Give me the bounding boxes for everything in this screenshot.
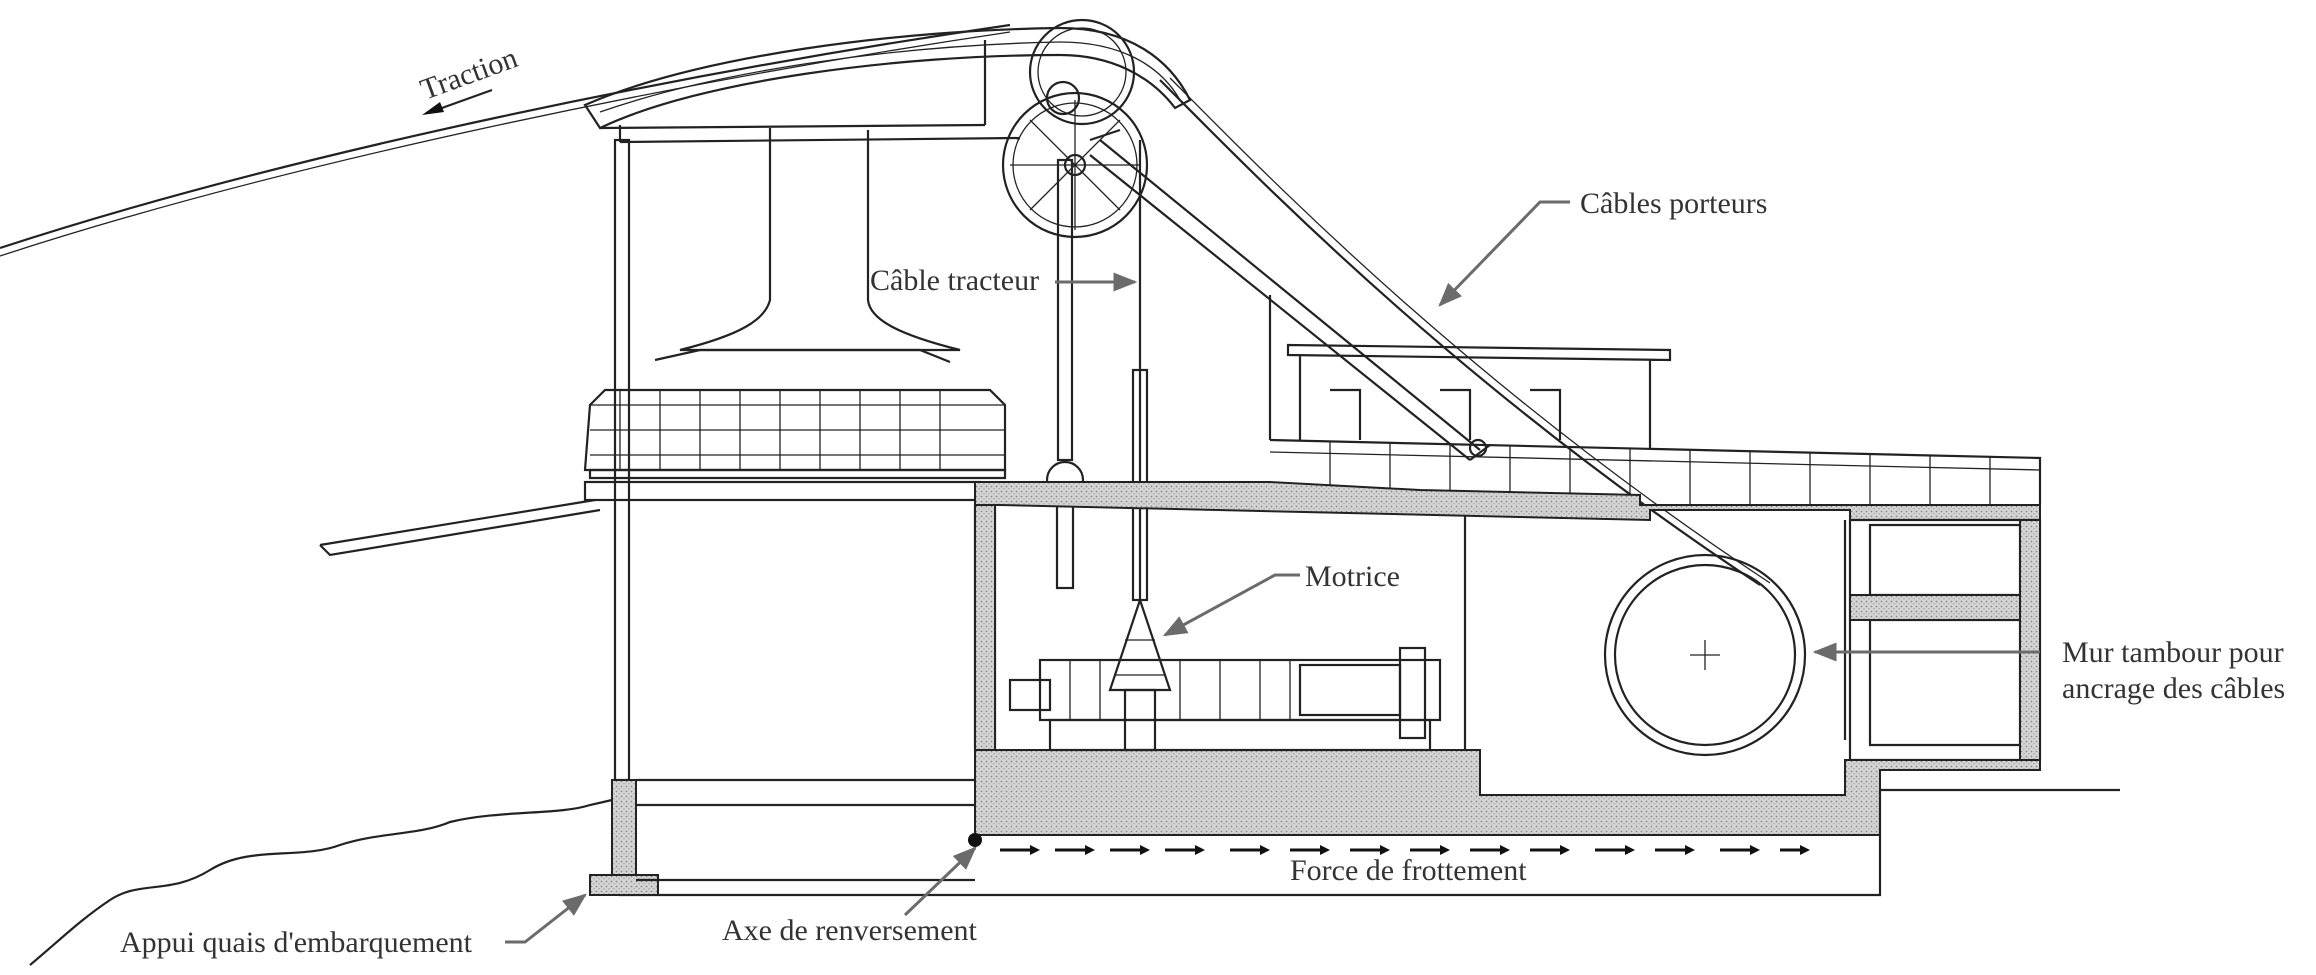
upper-slab — [974, 481, 2041, 522]
boarding-support — [589, 778, 975, 896]
incoming-cable-1 — [0, 23, 1011, 250]
terrain-line — [29, 798, 613, 966]
cabin — [583, 388, 1007, 480]
leader-cables-porteurs — [1438, 200, 1570, 307]
upper-building — [1268, 295, 1672, 450]
traction-label: Traction — [416, 41, 522, 106]
top-bull-wheel — [1001, 18, 1149, 239]
label-force-frottement: Force de frottement — [1290, 854, 1527, 887]
incoming-cable-2 — [0, 31, 1011, 257]
guard-rail — [1269, 438, 2042, 505]
slanted-strut — [1089, 128, 1491, 461]
drive-machine — [1008, 596, 1442, 752]
foundation-slab — [974, 749, 2041, 836]
leader-appui — [505, 893, 587, 944]
station-beam — [583, 26, 1192, 130]
overturning-axis-point — [968, 833, 982, 847]
friction-arrows — [1000, 845, 1810, 855]
label-cables-porteurs: Câbles porteurs — [1580, 187, 1767, 220]
left-column — [613, 138, 631, 782]
traction-arrow-head — [422, 102, 444, 115]
anchoring-drum — [1603, 553, 1807, 757]
boarding-platform — [583, 480, 982, 502]
label-motrice: Motrice — [1305, 560, 1400, 593]
label-axe-renversement: Axe de renversement — [722, 914, 978, 947]
label-mur-tambour-2: ancrage des câbles — [2062, 672, 2285, 705]
label-mur-tambour-1: Mur tambour pour — [2062, 636, 2284, 669]
leader-motrice — [1162, 573, 1300, 637]
label-cable-tracteur: Câble tracteur — [870, 264, 1039, 297]
label-appui-quais: Appui quais d'embarquement — [120, 926, 473, 959]
leader-axe — [903, 846, 977, 917]
